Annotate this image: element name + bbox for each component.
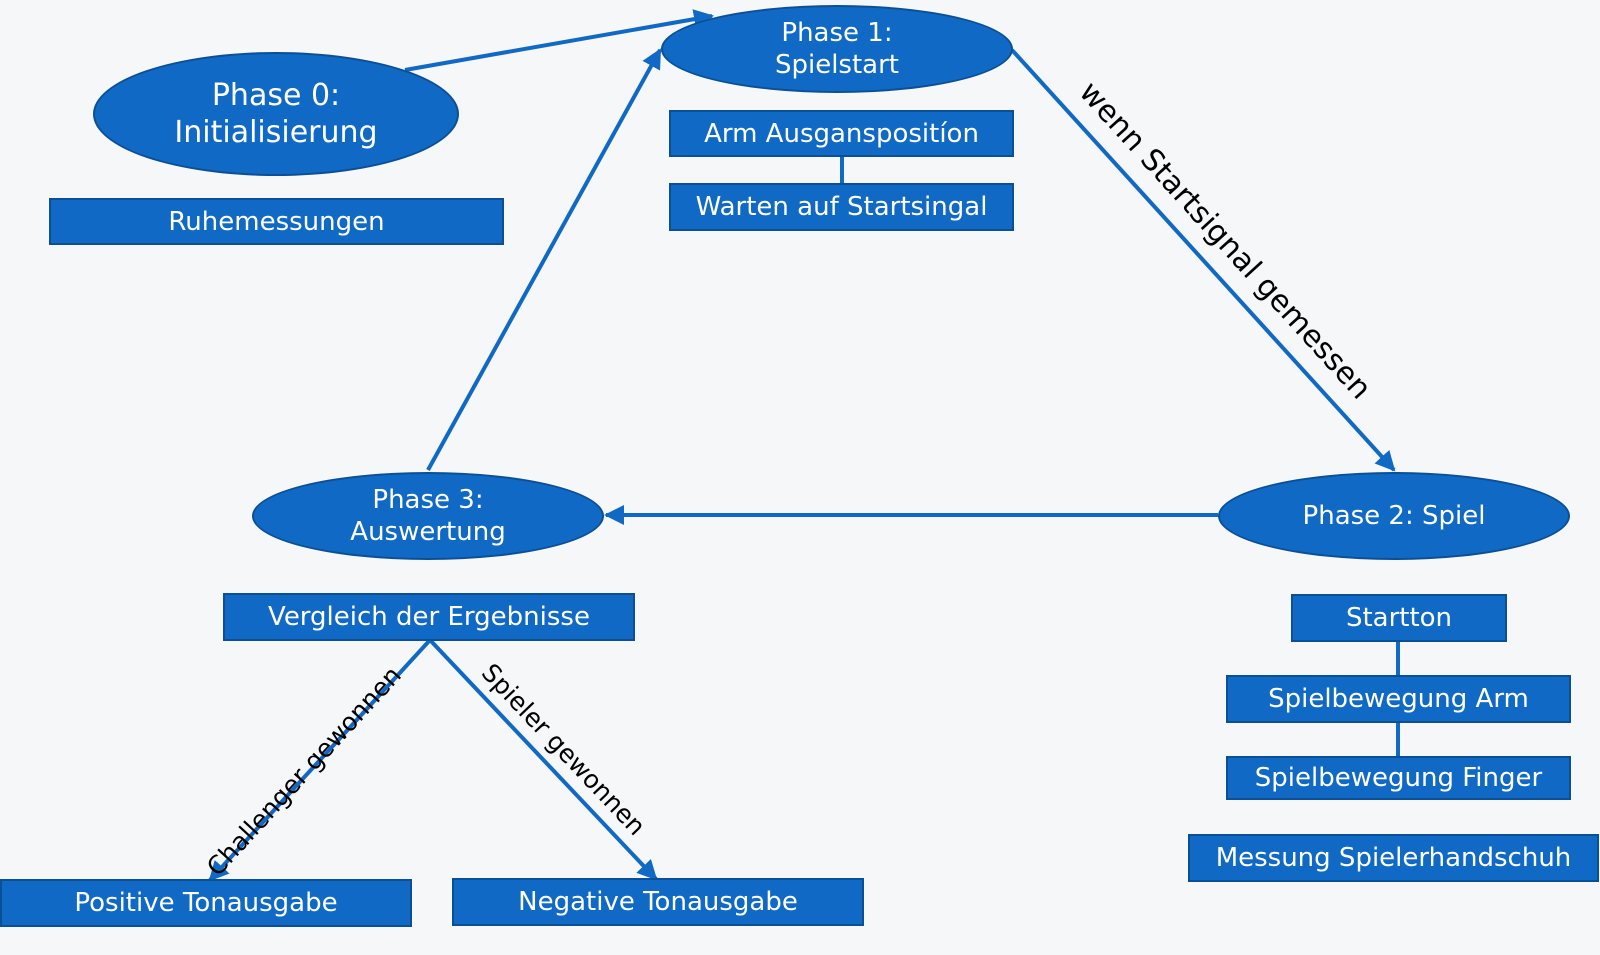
box-warten-startsignal: Warten auf Startsingal <box>669 183 1014 231</box>
arrow-phase0-to-phase1 <box>404 9 714 72</box>
phase3-title: Phase 3: <box>372 484 484 515</box>
phase0-node: Phase 0: Initialisierung <box>93 52 459 176</box>
phase2-node: Phase 2: Spiel <box>1218 472 1570 560</box>
phase1-subtitle: Spielstart <box>774 50 899 80</box>
box-spielbewegung-arm: Spielbewegung Arm <box>1226 675 1571 723</box>
box-messung-handschuh: Messung Spielerhandschuh <box>1188 834 1599 882</box>
arrow-phase1-to-phase2 <box>1010 48 1396 472</box>
box-positive-tonausgabe: Positive Tonausgabe <box>0 879 412 927</box>
box-negative-tonausgabe: Negative Tonausgabe <box>452 878 864 926</box>
phase0-subtitle: Initialisierung <box>174 115 378 150</box>
phase2-title: Phase 2: Spiel <box>1302 500 1486 531</box>
box-vergleich: Vergleich der Ergebnisse <box>223 593 635 641</box>
box-ruhemessungen: Ruhemessungen <box>49 198 504 245</box>
box-arm-ausgangsposition: Arm Ausganspositíon <box>669 110 1014 157</box>
box-spielbewegung-finger: Spielbewegung Finger <box>1226 756 1571 800</box>
arrow-vergleich-to-positive <box>208 638 432 882</box>
phase1-node: Phase 1: Spielstart <box>661 5 1013 93</box>
phase3-subtitle: Auswertung <box>350 517 506 547</box>
arrow-phase3-to-phase1 <box>426 48 662 471</box>
phase1-title: Phase 1: <box>781 17 893 48</box>
arrow-vergleich-to-negative <box>428 638 658 881</box>
phase0-title: Phase 0: <box>211 77 341 113</box>
box-startton: Startton <box>1291 594 1507 642</box>
phase3-node: Phase 3: Auswertung <box>252 472 604 560</box>
